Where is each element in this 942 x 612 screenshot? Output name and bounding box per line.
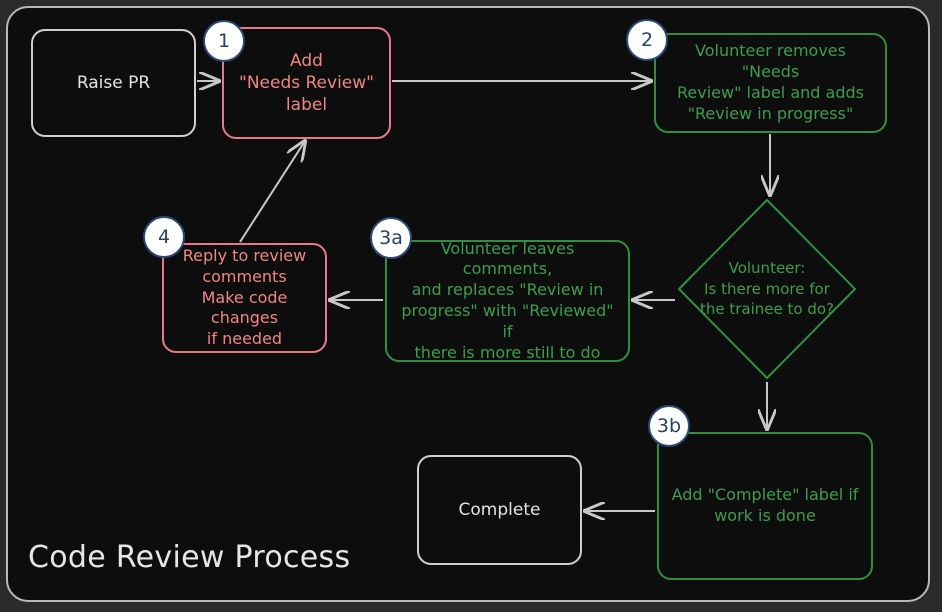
step-badge-2[interactable]: 2 bbox=[626, 19, 668, 61]
node-add-needs-review-label[interactable]: Add "Needs Review" label bbox=[222, 27, 391, 139]
diagram-title: Code Review Process bbox=[28, 540, 351, 575]
node-decision-more-to-do[interactable]: Volunteer: Is there more for the trainee… bbox=[676, 197, 858, 381]
step-badge-1[interactable]: 1 bbox=[203, 20, 245, 62]
diamond-shape bbox=[678, 199, 856, 379]
decision-label: Volunteer: Is there more for the trainee… bbox=[699, 258, 834, 319]
node-add-complete-label[interactable]: Add "Complete" label if work is done bbox=[657, 432, 873, 580]
step-badge-4[interactable]: 4 bbox=[143, 216, 185, 258]
step-badge-3b[interactable]: 3b bbox=[648, 405, 690, 447]
node-volunteer-leaves-comments[interactable]: Volunteer leaves comments, and replaces … bbox=[385, 239, 630, 362]
node-volunteer-removes-label[interactable]: Volunteer removes "Needs Review" label a… bbox=[654, 33, 887, 133]
node-raise-pr[interactable]: Raise PR bbox=[31, 29, 196, 137]
node-complete[interactable]: Complete bbox=[417, 455, 582, 565]
step-badge-3a[interactable]: 3a bbox=[370, 217, 412, 259]
node-reply-to-review-comments[interactable]: Reply to review comments Make code chang… bbox=[162, 243, 327, 353]
